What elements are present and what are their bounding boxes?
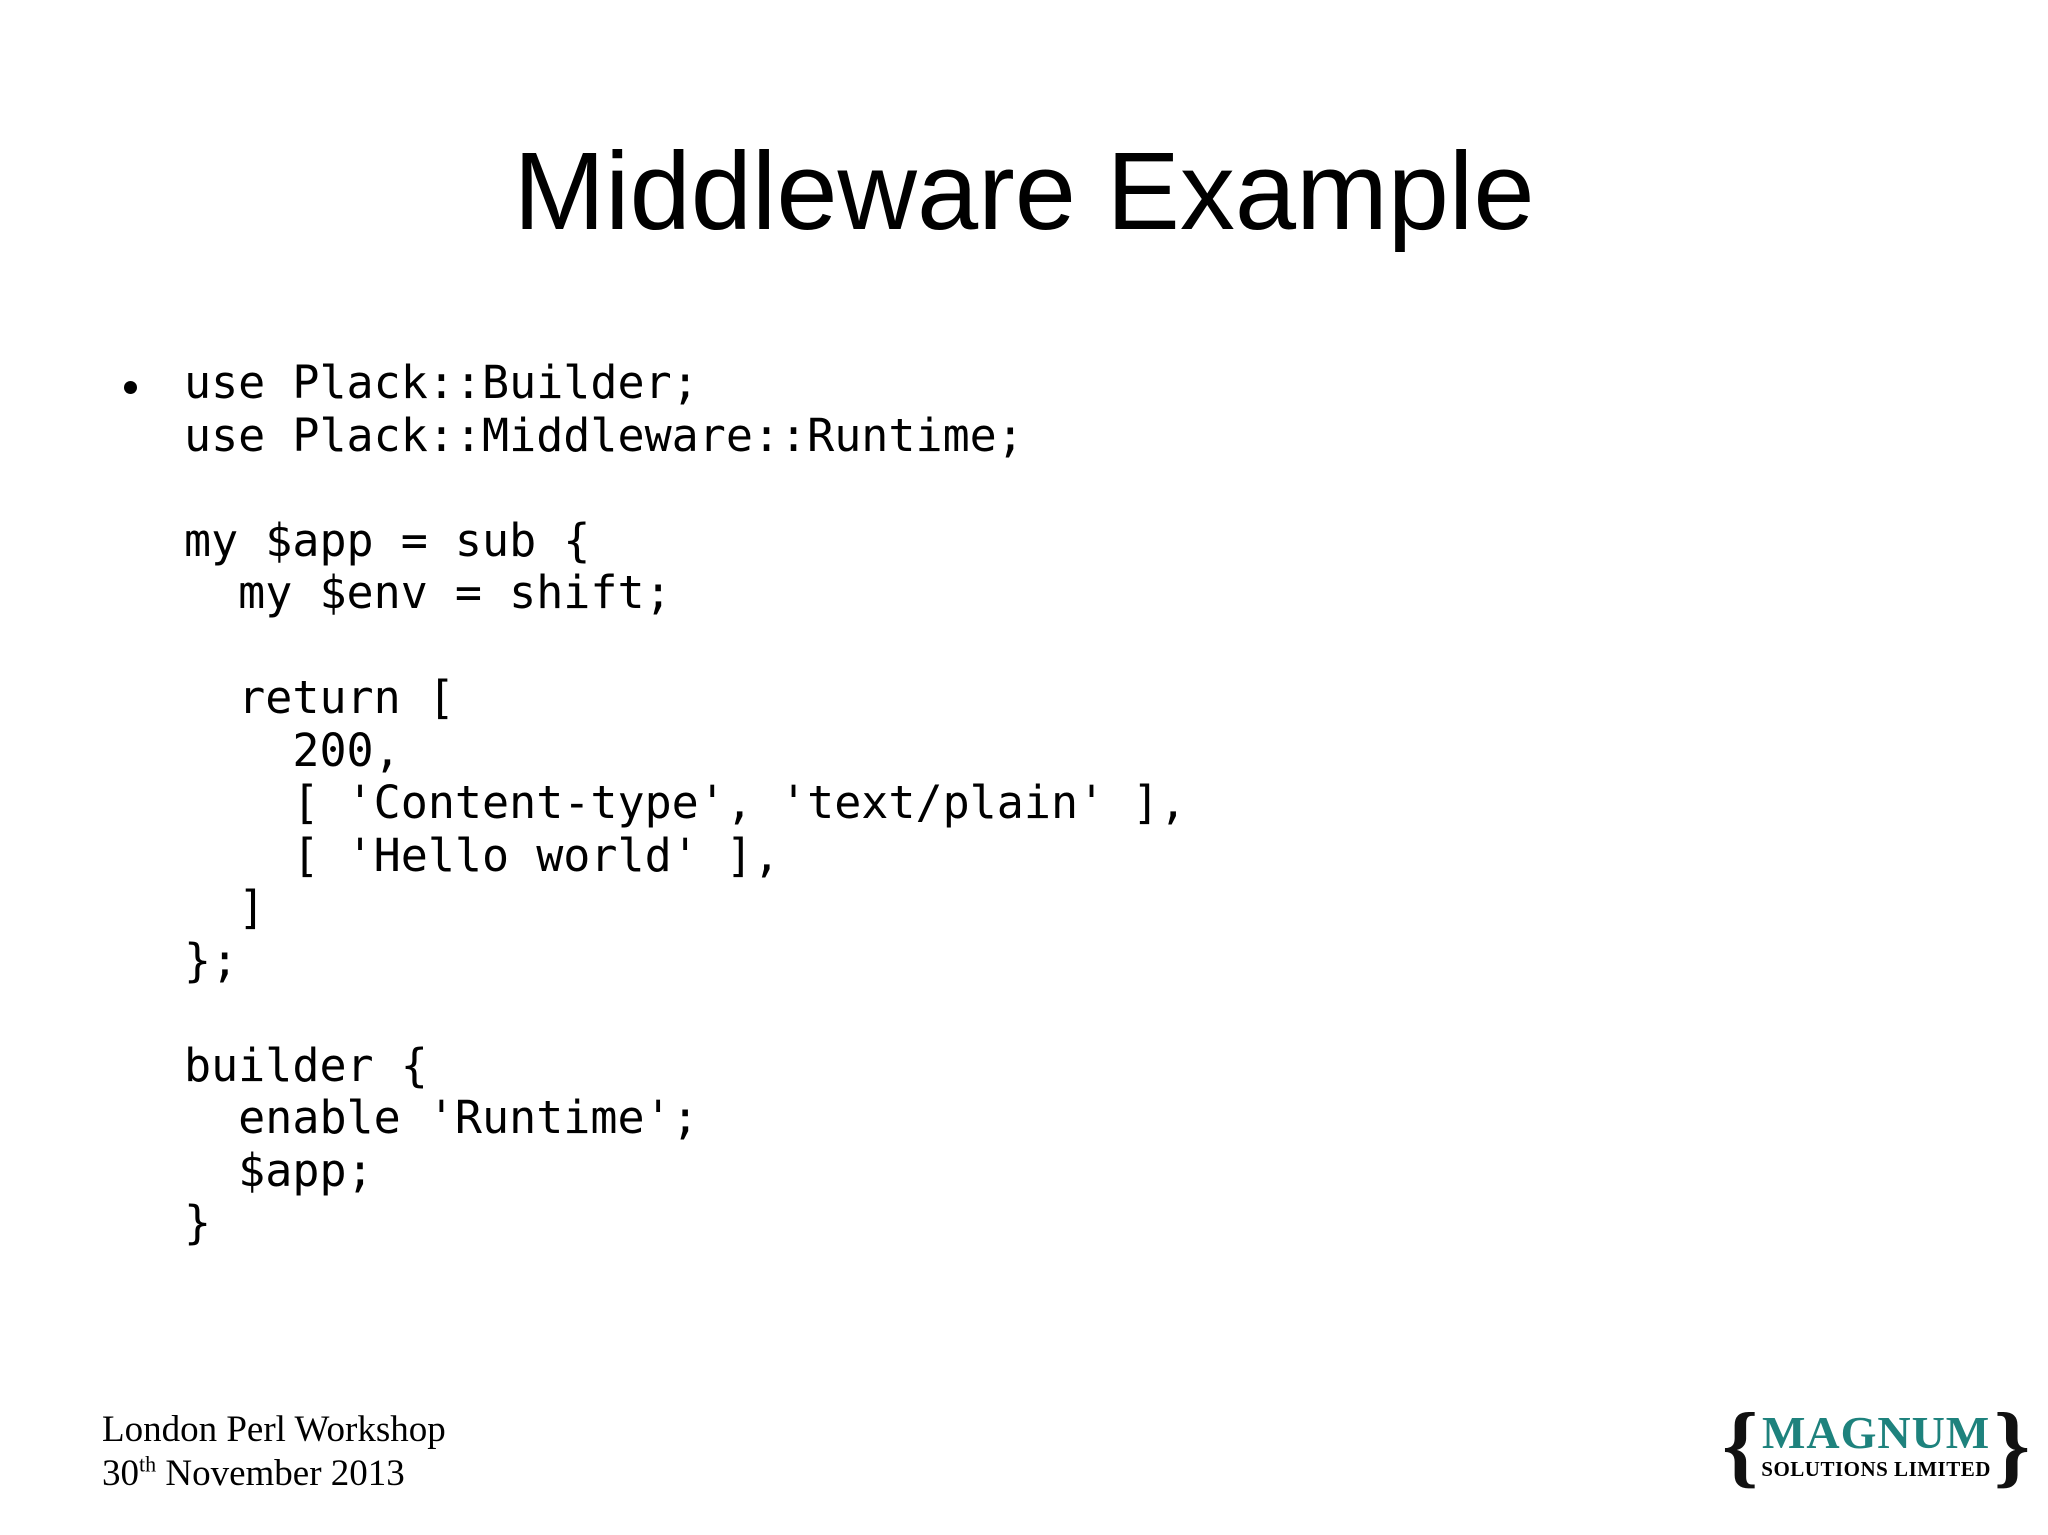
footer-date-day: 30 (102, 1453, 139, 1494)
logo-text: MAGNUM SOLUTIONS LIMITED (1761, 1407, 1991, 1482)
footer: London Perl Workshop 30th November 2013 (102, 1408, 446, 1496)
logo-subtitle: SOLUTIONS LIMITED (1761, 1457, 1991, 1481)
code-block: use Plack::Builder; use Plack::Middlewar… (184, 356, 1187, 1249)
page-title: Middleware Example (513, 130, 1535, 253)
footer-date-ordinal: th (139, 1451, 157, 1477)
bullet-marker-icon (124, 381, 137, 394)
magnum-logo: { MAGNUM SOLUTIONS LIMITED } (1722, 1394, 2031, 1496)
logo-name: MAGNUM (1761, 1407, 1991, 1458)
logo-left-brace-icon: { (1722, 1394, 1759, 1496)
logo-right-brace-icon: } (1993, 1394, 2031, 1496)
footer-date: 30th November 2013 (102, 1452, 446, 1496)
footer-date-rest: November 2013 (156, 1453, 405, 1494)
footer-event: London Perl Workshop (102, 1409, 446, 1450)
